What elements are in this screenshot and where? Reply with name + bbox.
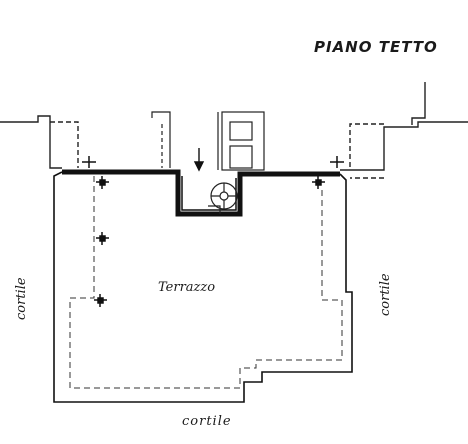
plan-title: PIANO TETTO [314, 38, 438, 56]
roof-parapet [62, 169, 340, 217]
spiral-staircase [208, 182, 238, 214]
right-adjacent-wall [340, 121, 468, 179]
room-label-terrace: Terrazzo [158, 280, 216, 295]
vent-left [151, 111, 171, 168]
column-markers [82, 156, 344, 307]
terrace-outline [53, 171, 353, 403]
terrace-inner-dashed [69, 176, 343, 389]
left-adjacent-wall [0, 115, 79, 169]
entry-arrow-icon [193, 148, 205, 172]
surrounding-label-left: cortile [14, 277, 29, 320]
surrounding-label-bottom: cortile [182, 414, 232, 429]
title-underline [411, 82, 426, 125]
surrounding-label-right: cortile [378, 273, 393, 316]
stair-shaft-top [217, 111, 265, 171]
